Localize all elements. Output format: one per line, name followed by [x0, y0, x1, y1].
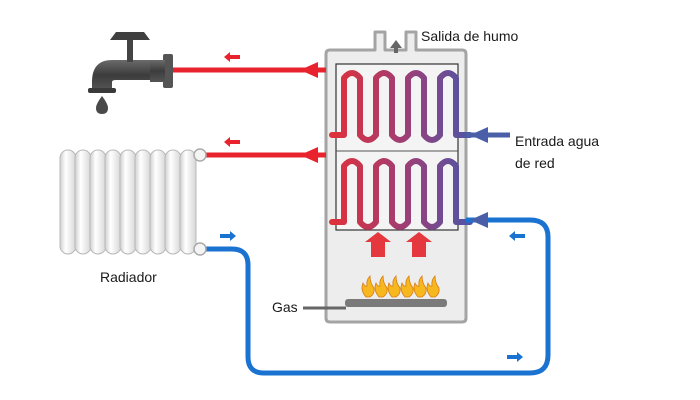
- return-loop: [206, 212, 551, 376]
- flame-icon: [426, 275, 440, 298]
- heat-arrow-left: [365, 232, 391, 257]
- return-arrowhead: [470, 212, 488, 228]
- flame-icon: [400, 275, 414, 298]
- burner-bar: [345, 299, 447, 307]
- flow-arrow-right: [509, 231, 525, 241]
- water-inlet-label-line2: de red: [515, 155, 555, 171]
- radiator-icon: [59, 148, 207, 256]
- hot-pipe-to-tap-arrowhead: [300, 62, 318, 78]
- inlet-arrowhead: [470, 127, 488, 143]
- flow-arrow-bottom: [507, 352, 523, 362]
- gas-label: Gas: [272, 299, 298, 315]
- flow-arrow-radiator: [224, 137, 240, 147]
- smoke-arrow-stem: [394, 47, 398, 53]
- flow-arrow-tap: [224, 52, 240, 62]
- water-inlet-label-line1: Entrada agua: [515, 133, 600, 149]
- radiator-label: Radiador: [100, 269, 157, 285]
- lower-coil: [329, 158, 473, 230]
- water-tap-icon: [88, 32, 173, 114]
- radiator-outlet-valve: [193, 242, 207, 256]
- burner: [303, 275, 447, 310]
- flame-icon: [413, 275, 427, 298]
- water-drop-icon: [96, 96, 108, 114]
- heat-coils: [329, 70, 473, 230]
- flame-icon: [387, 275, 401, 298]
- smoke-arrow: [390, 40, 402, 48]
- flame-icon: [361, 275, 375, 298]
- hot-pipe-to-radiator-arrowhead: [300, 147, 318, 163]
- upper-coil: [329, 70, 473, 143]
- hot-water-pipes: [168, 52, 326, 163]
- heat-arrows: [365, 232, 432, 257]
- return-pipe: [206, 217, 551, 376]
- flames: [361, 275, 440, 298]
- water-inlet: [466, 127, 510, 143]
- smoke-outlet-label: Salida de humo: [421, 28, 519, 44]
- heat-arrow-right: [406, 232, 432, 257]
- flow-arrow-out: [220, 231, 236, 241]
- water-inlet-label: Entrada agua de red: [515, 130, 599, 174]
- radiator-inlet-valve: [193, 148, 207, 162]
- flame-icon: [374, 275, 388, 298]
